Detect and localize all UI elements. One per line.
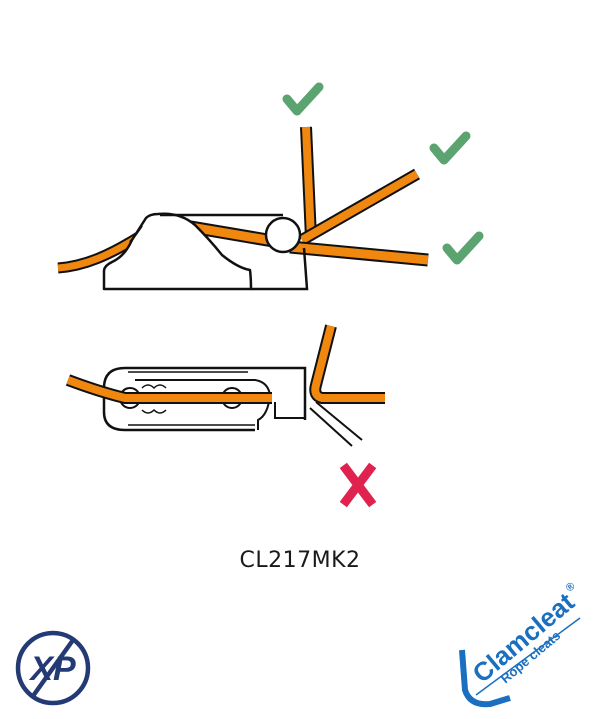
rope-incorrect-angle <box>309 401 363 447</box>
top-view-diagram <box>65 324 385 447</box>
check-icon <box>282 82 324 116</box>
clamcleat-logo: Clamcleat ® Rope cleats <box>459 580 581 708</box>
clamcleat-brand-text: Clamcleat <box>467 586 581 688</box>
model-number-label: CL217MK2 <box>239 548 361 573</box>
check-icon <box>429 131 471 165</box>
cleat-roller <box>264 216 302 254</box>
side-view-diagram <box>57 126 429 291</box>
cross-icon <box>339 462 377 508</box>
xp-logo-text: XP <box>28 650 76 688</box>
cleat-body-side <box>102 212 253 291</box>
cleat-housing <box>160 213 309 291</box>
xp-logo: XP <box>15 630 91 706</box>
check-icon <box>442 231 484 265</box>
clamcleat-registered-mark: ® <box>564 580 578 594</box>
